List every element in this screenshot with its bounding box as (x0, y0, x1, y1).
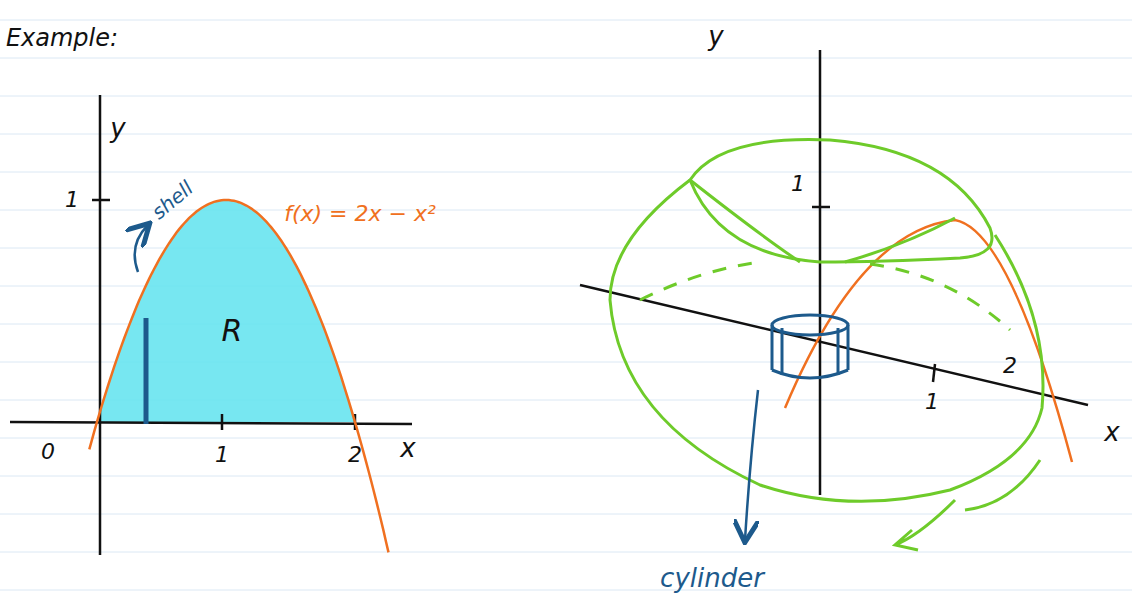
region-label: R (222, 314, 243, 347)
axis-label: x (400, 434, 415, 463)
x-axis-3d (580, 285, 1088, 405)
parabola-3d (785, 220, 1072, 462)
tick (221, 414, 224, 430)
tick-label: 1 (925, 390, 939, 414)
parabola-curve (89, 200, 388, 552)
tick-label: 0 (41, 440, 55, 464)
function-label: f(x) = 2x − x² (284, 202, 436, 226)
ruled-lines (0, 20, 1132, 590)
cylinder-shell (772, 315, 848, 378)
tick-label: 2 (1003, 354, 1017, 378)
tick-label: 2 (348, 443, 362, 467)
shell-strip (144, 318, 149, 424)
tick (933, 364, 935, 382)
y-axis-3d (819, 50, 822, 495)
axis-label: y (708, 22, 723, 51)
axis-label: x (1104, 418, 1119, 447)
tick-label: 1 (215, 443, 229, 467)
tick-label: 1 (791, 172, 805, 196)
tick (92, 199, 110, 202)
axis-label: y (110, 114, 125, 143)
x-axis (10, 422, 412, 424)
solid-of-revolution (610, 140, 1043, 551)
shell-pointer (135, 225, 148, 272)
y-axis (99, 95, 102, 555)
callout-label: cylinder (660, 564, 764, 593)
heading: Example: (6, 25, 118, 51)
tick (812, 206, 830, 209)
cylinder-leader (745, 390, 758, 540)
tick-label: 1 (65, 188, 79, 212)
